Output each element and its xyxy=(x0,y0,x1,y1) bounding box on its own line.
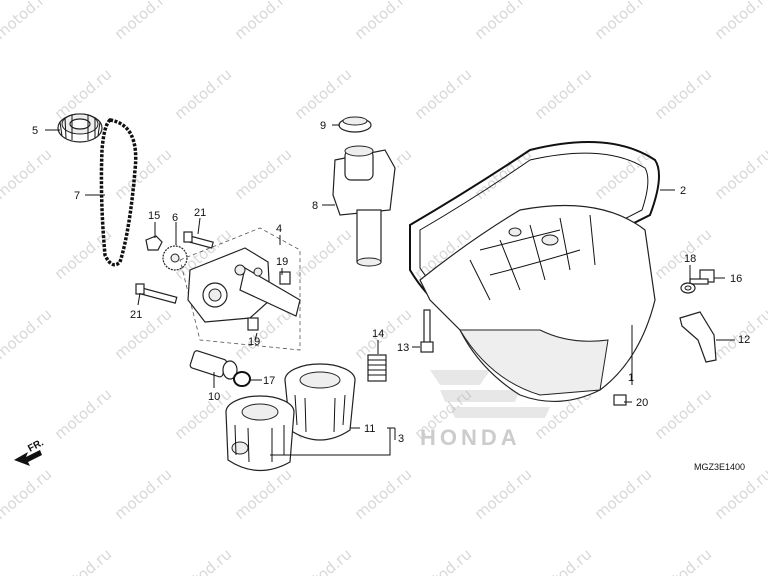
callout-17: 17 xyxy=(263,375,275,387)
part-oil-pan xyxy=(419,204,656,402)
watermark-text: motod.ru xyxy=(351,0,415,43)
part-strainer-seal xyxy=(57,113,103,143)
part-sprocket xyxy=(162,245,188,271)
callout-21-upper: 21 xyxy=(194,207,206,219)
part-washer-18 xyxy=(680,282,696,294)
part-oil-pump xyxy=(179,227,301,351)
callout-15: 15 xyxy=(148,210,160,222)
watermark-text: motod.ru xyxy=(711,465,768,523)
watermark-text: motod.ru xyxy=(411,545,475,576)
watermark-text: motod.ru xyxy=(0,0,55,43)
callout-18: 18 xyxy=(684,253,696,265)
watermark-text: motod.ru xyxy=(591,0,655,43)
part-relief-valve xyxy=(189,350,238,380)
part-bolt-20 xyxy=(613,394,627,406)
watermark-text: motod.ru xyxy=(171,65,235,123)
watermark-text: motod.ru xyxy=(111,305,175,363)
watermark-text: motod.ru xyxy=(651,65,715,123)
callout-layer: 5 7 15 6 21 4 19 19 21 10 17 9 8 14 13 1… xyxy=(32,120,750,445)
watermark-text: motod.ru xyxy=(471,0,535,43)
callout-7: 7 xyxy=(74,190,80,202)
part-oil-strainer xyxy=(332,145,396,267)
callout-13: 13 xyxy=(397,342,409,354)
callout-19-upper: 19 xyxy=(276,256,288,268)
callout-5: 5 xyxy=(32,125,38,137)
part-bolt-16 xyxy=(689,269,715,285)
callout-2: 2 xyxy=(680,185,686,197)
watermark-text: motod.ru xyxy=(231,465,295,523)
callout-1: 1 xyxy=(628,372,634,384)
part-bolt-21-upper xyxy=(183,231,214,249)
watermark-text: motod.ru xyxy=(351,465,415,523)
callout-16: 16 xyxy=(730,273,742,285)
watermark-text: motod.ru xyxy=(411,65,475,123)
watermark-text: motod.ru xyxy=(111,465,175,523)
part-washer-15 xyxy=(145,235,163,251)
watermark-text: motod.ru xyxy=(291,65,355,123)
watermark-text: motod.ru xyxy=(111,0,175,43)
callout-14: 14 xyxy=(372,328,384,340)
callout-10: 10 xyxy=(208,391,220,403)
watermark-text: motod.ru xyxy=(0,465,55,523)
watermark-text: motod.ru xyxy=(531,545,595,576)
callout-19-lower: 19 xyxy=(248,336,260,348)
callout-4: 4 xyxy=(276,223,282,235)
watermark-text: motod.ru xyxy=(471,465,535,523)
front-direction-label: FR. xyxy=(26,437,46,454)
watermark-text: motod.ru xyxy=(0,305,55,363)
watermark-text: motod.ru xyxy=(531,65,595,123)
watermark-text: motod.ru xyxy=(651,385,715,443)
honda-logo-watermark: HONDA xyxy=(420,370,550,450)
callout-11: 11 xyxy=(364,423,375,435)
callout-12: 12 xyxy=(738,334,750,346)
front-direction-indicator: FR. xyxy=(14,437,46,466)
watermark-text: motod.ru xyxy=(171,545,235,576)
part-o-ring-17 xyxy=(233,371,251,387)
watermark-text: motod.ru xyxy=(711,0,768,43)
part-bracket-12 xyxy=(679,311,717,363)
callout-21-lower: 21 xyxy=(130,309,142,321)
watermark-text: motod.ru xyxy=(51,545,115,576)
part-oil-filter-front xyxy=(225,395,295,472)
watermark-text: motod.ru xyxy=(711,145,768,203)
part-bolt-21-lower xyxy=(135,283,178,304)
part-chain xyxy=(99,118,138,267)
callout-8: 8 xyxy=(312,200,318,212)
leader-lines xyxy=(45,124,735,456)
callout-3: 3 xyxy=(398,433,404,445)
callout-9: 9 xyxy=(320,120,326,132)
diagram-code: MGZ3E1400 xyxy=(694,462,745,472)
watermark-text: motod.ru xyxy=(0,145,55,203)
part-pipe-14 xyxy=(367,354,387,382)
watermark-text: motod.ru xyxy=(291,225,355,283)
part-oil-filter-rear xyxy=(284,363,356,441)
watermark-text: motod.ru xyxy=(651,545,715,576)
callout-6: 6 xyxy=(172,212,178,224)
brand-text: HONDA xyxy=(420,425,521,450)
watermark-text: motod.ru xyxy=(231,145,295,203)
part-bolt-13 xyxy=(420,309,434,353)
watermark-text: motod.ru xyxy=(111,145,175,203)
watermark-text: motod.ru xyxy=(51,385,115,443)
watermark-text: motod.ru xyxy=(291,545,355,576)
callout-20: 20 xyxy=(636,397,648,409)
watermark-text: motod.ru xyxy=(591,465,655,523)
watermark-text: motod.ru xyxy=(231,0,295,43)
part-seal-9 xyxy=(338,116,372,133)
